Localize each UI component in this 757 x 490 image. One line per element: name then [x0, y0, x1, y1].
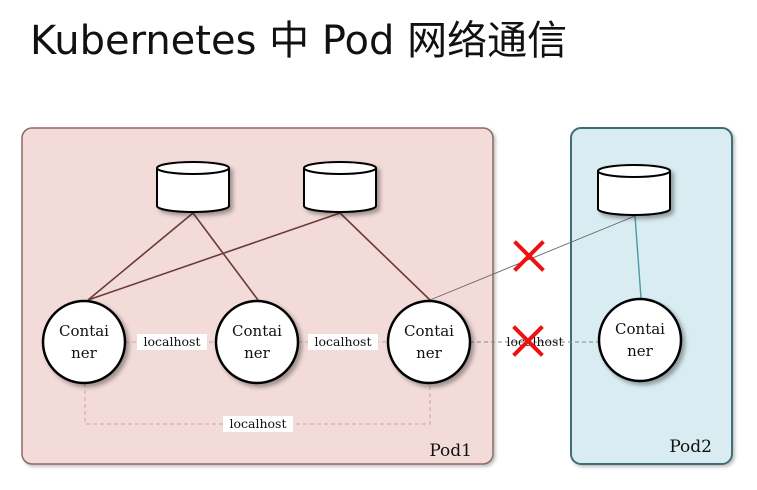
volume-vol2 — [303, 161, 377, 213]
container-c4: Contai ner — [597, 297, 683, 383]
volume-link-vol1-c2 — [192, 212, 259, 301]
localhost-text: localhost — [230, 416, 287, 431]
volume-link-vol2-c3 — [339, 212, 431, 301]
volume-link-vol3-c4 — [634, 215, 642, 299]
localhost-text: localhost — [315, 334, 372, 349]
volume-link-vol1-c1 — [87, 212, 194, 301]
volume-vol1 — [156, 161, 230, 213]
pod1-label: Pod1 — [429, 441, 472, 461]
localhost-label-c2-c3: localhost — [308, 334, 378, 350]
localhost-label-c1-c3: localhost — [223, 416, 293, 432]
volume-vol3 — [597, 164, 671, 216]
container-label-line2: ner — [244, 344, 271, 362]
localhost-text: localhost — [507, 334, 564, 349]
container-label-line2: ner — [627, 342, 654, 360]
container-label-line1: Contai — [232, 322, 282, 340]
localhost-label-c1-c2: localhost — [137, 334, 207, 350]
page-title: Kubernetes 中 Pod 网络通信 — [30, 18, 568, 64]
localhost-label-c3-c4: localhost — [507, 334, 564, 349]
blocked-x-icon-localhost — [512, 325, 544, 357]
container-c3: Contai ner — [386, 299, 472, 385]
container-c2: Contai ner — [214, 299, 300, 385]
blocked-x-icon-volume — [513, 240, 545, 272]
pod1-box — [21, 127, 494, 465]
container-label-line1: Contai — [404, 322, 454, 340]
container-label-line1: Contai — [59, 322, 109, 340]
container-label-line1: Contai — [615, 320, 665, 338]
pod2-label: Pod2 — [669, 437, 712, 457]
container-label-line2: ner — [416, 344, 443, 362]
container-c1: Contai ner — [41, 299, 127, 385]
container-label-line2: ner — [71, 344, 98, 362]
volume-link-vol2-c1 — [87, 212, 341, 301]
localhost-text: localhost — [144, 334, 201, 349]
